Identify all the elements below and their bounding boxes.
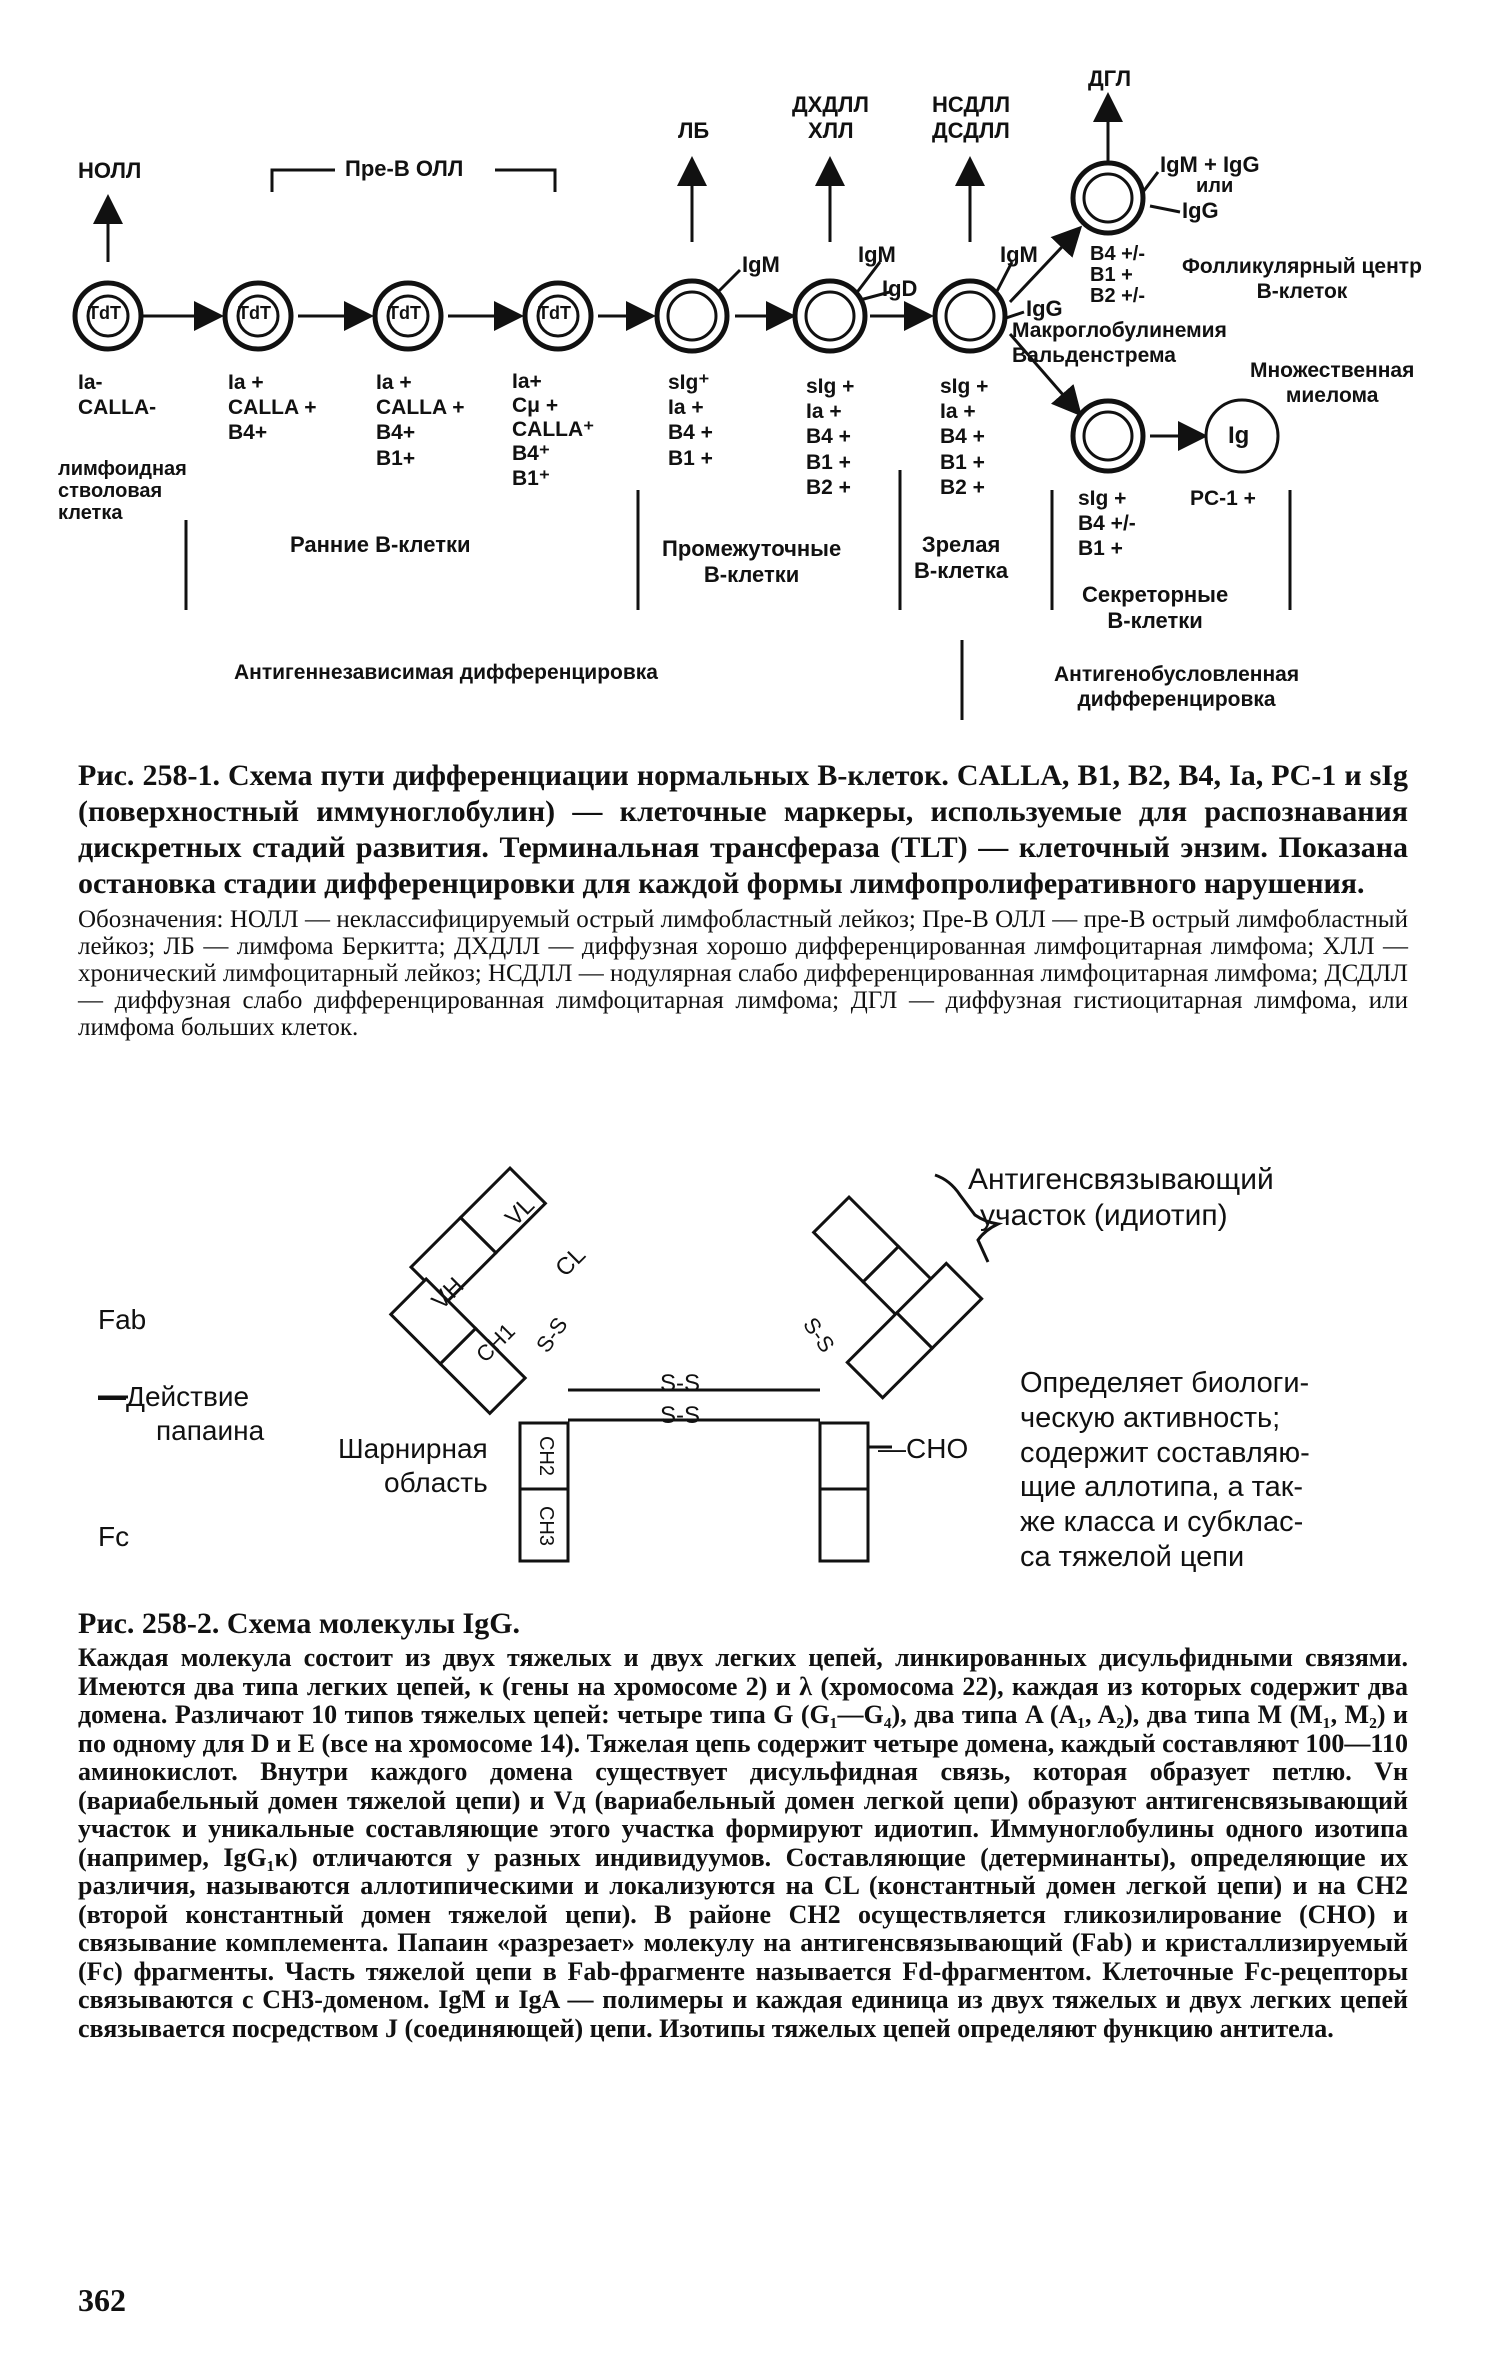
label-or: или bbox=[1196, 175, 1234, 197]
figure-b-cell-differentiation bbox=[72, 92, 1292, 720]
figure-igg-molecule bbox=[98, 1165, 1004, 1563]
label-nsdll: НСДЛЛ bbox=[932, 92, 1011, 117]
tdt-label-2: TdT bbox=[238, 303, 271, 323]
tdt-label-4: TdT bbox=[538, 303, 571, 323]
ig-cell-label: Ig bbox=[1228, 422, 1250, 449]
domain-ch2: CH2 bbox=[535, 1435, 558, 1477]
markers-col5: sIg⁺Ia +B4 +B1 + bbox=[668, 371, 713, 470]
markers-col3: Ia +CALLA +B4+B1+ bbox=[376, 371, 465, 470]
label-dhdll: ДХДЛЛ bbox=[792, 92, 869, 117]
label-igg: IgG bbox=[1026, 296, 1063, 321]
caption-2-title: Рис. 258-2. Схема молекулы IgG. bbox=[78, 1607, 521, 1640]
caption-2-body: Каждая молекула состоит из двух тяжелых … bbox=[78, 1643, 1408, 2043]
markers-col7: sIg +Ia +B4 +B1 +B2 + bbox=[940, 375, 989, 499]
markers-upper: B4 +/-B1 +B2 +/- bbox=[1090, 243, 1146, 307]
markers-lower: sIg +B4 +/-B1 + bbox=[1078, 487, 1136, 561]
label-early-b-cells: Ранние В-клетки bbox=[290, 532, 471, 557]
label-fc: Fc bbox=[98, 1521, 130, 1552]
label-cho: —CHO bbox=[878, 1433, 969, 1464]
label-igd: IgD bbox=[882, 276, 918, 301]
caption-1-body: Обозначения: НОЛЛ — неклассифицируемый о… bbox=[78, 906, 1408, 1041]
label-antigen-independent: Антигеннезависимая дифференцировка bbox=[234, 661, 658, 684]
markers-col4: Ia+Cμ +CALLA⁺B4⁺B1⁺ bbox=[512, 370, 595, 490]
label-igm-1: IgM bbox=[742, 252, 780, 277]
caption-1-title: Рис. 258-1. Схема пути дифференциации но… bbox=[78, 759, 1408, 900]
label-igm-3: IgM bbox=[1000, 242, 1038, 267]
label-igg-2: IgG bbox=[1182, 198, 1219, 223]
label-dgl: ДГЛ bbox=[1088, 66, 1132, 91]
domain-ch3: CH3 bbox=[535, 1505, 558, 1547]
markers-col2: Ia +CALLA +B4+ bbox=[228, 371, 317, 445]
label-ss-upper: S-S bbox=[660, 1370, 701, 1397]
label-noll: НОЛЛ bbox=[78, 158, 142, 183]
label-hll: ХЛЛ bbox=[808, 118, 854, 143]
markers-col6: sIg +Ia +B4 +B1 +B2 + bbox=[806, 375, 855, 499]
label-dsdll: ДСДЛЛ bbox=[932, 118, 1010, 143]
label-lb: ЛБ bbox=[678, 118, 710, 143]
tdt-label-1: TdT bbox=[88, 303, 121, 323]
marker-pc1: PC-1 + bbox=[1190, 487, 1256, 510]
label-fab: Fab bbox=[98, 1304, 147, 1335]
markers-col1: Ia-CALLA- bbox=[78, 371, 157, 420]
label-igm-2: IgM bbox=[858, 242, 896, 267]
caption-figure-1: Рис. 258-1. Схема пути дифференциации но… bbox=[78, 758, 1408, 1041]
label-function-text: Определяет биологи-ческую активность;сод… bbox=[1020, 1367, 1310, 1573]
caption-figure-2: Рис. 258-2. Схема молекулы IgG. Каждая м… bbox=[78, 1606, 1408, 2043]
label-pre-b-oll: Пре-В ОЛЛ bbox=[345, 156, 464, 181]
page-number: 362 bbox=[78, 2282, 126, 2318]
label-igm-igg: IgM + IgG bbox=[1160, 152, 1260, 177]
label-ss-lower: S-S bbox=[660, 1402, 701, 1429]
tdt-label-3: TdT bbox=[388, 303, 421, 323]
